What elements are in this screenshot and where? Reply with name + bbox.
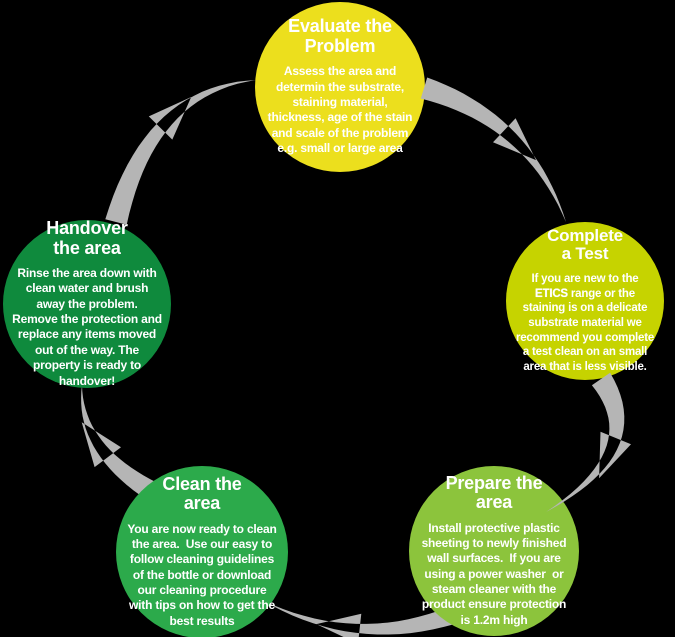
step-body: Install protective plastic sheeting to n…: [421, 520, 570, 627]
step-body-bold-term: ETICS: [535, 287, 568, 300]
step-heading: Complete a Test: [547, 226, 623, 264]
step-body-text: range or the staining is on a delicate s…: [515, 287, 658, 374]
step-heading: Prepare the area: [445, 472, 543, 513]
cycle-arrow-evaluate-to-test: [420, 77, 566, 222]
step-circle-evaluate-the-problem: Evaluate the Problem Assess the area and…: [255, 2, 425, 172]
step-circle-clean-the-area: Clean the area You are now ready to clea…: [116, 466, 288, 637]
cycle-arrow-test-to-prepare: [546, 372, 631, 512]
step-body-text: If you are new to the: [531, 272, 642, 285]
step-body: If you are new to the ETICS range or the…: [515, 272, 655, 375]
step-circle-prepare-the-area: Prepare the area Install protective plas…: [409, 466, 579, 636]
cycle-arrow-handover-to-evaluate: [105, 80, 256, 225]
step-heading: Evaluate the Problem: [288, 16, 392, 56]
step-circle-complete-a-test: Complete a Test If you are new to the ET…: [506, 222, 664, 380]
step-body: Assess the area and determin the substra…: [267, 64, 416, 156]
step-body: You are now ready to clean the area. Use…: [127, 521, 280, 628]
step-heading: Clean the area: [162, 473, 242, 514]
step-circle-handover-the-area: Handover the area Rinse the area down wi…: [3, 218, 171, 388]
step-heading: Handover the area: [46, 218, 128, 258]
step-body: Rinse the area down with clean water and…: [12, 266, 165, 388]
